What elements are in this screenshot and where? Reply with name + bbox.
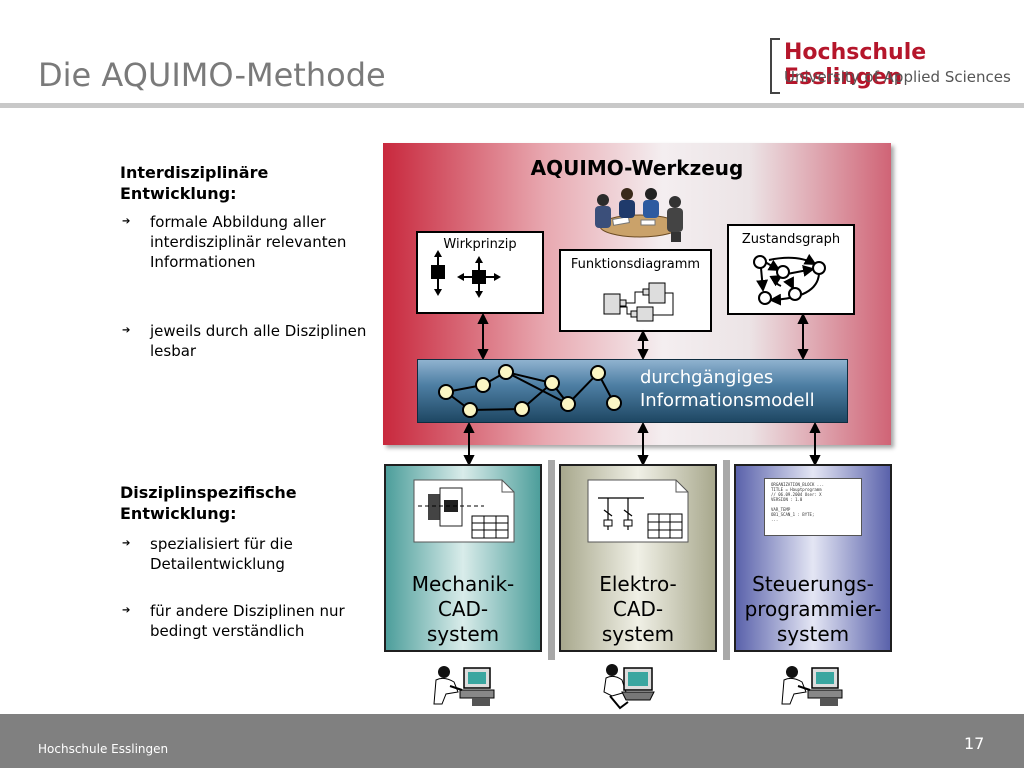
- section-heading-specific: Disziplinspezifische Entwicklung:: [120, 483, 297, 523]
- logo-subtitle: University of Applied Sciences: [784, 68, 1011, 86]
- tool-title: AQUIMO-Werkzeug: [530, 156, 744, 180]
- separator: [723, 460, 730, 660]
- page-number: 17: [964, 734, 985, 753]
- logo-bracket: [770, 38, 780, 94]
- code-line: TITLE = Hauptprogramm: [771, 487, 822, 492]
- zustandsgraph-label: Zustandsgraph: [741, 232, 841, 247]
- bullet-item: ➔ für andere Disziplinen nur bedingt ver…: [122, 601, 370, 641]
- information-model-label: durchgängiges Informationsmodell: [640, 366, 815, 412]
- label-line: system: [601, 622, 675, 646]
- label-line: CAD-: [612, 597, 664, 621]
- arrow-bullet-icon: ➔: [122, 325, 131, 336]
- label-line: Elektro-: [599, 572, 677, 596]
- state-graph-icon: [753, 253, 826, 306]
- funktionsdiagramm-box: [559, 249, 712, 332]
- code-line: // 06.09.2004 User: X: [771, 492, 822, 497]
- bullet-text: für andere Disziplinen nur bedingt verst…: [150, 602, 345, 640]
- info-line-1: durchgängiges: [640, 367, 774, 388]
- bullet-item: ➔ jeweils durch alle Disziplinen lesbar: [122, 321, 370, 361]
- function-diagram-icon: [603, 282, 674, 322]
- code-line: OB1_SCAN_1 : BYTE;: [771, 512, 815, 517]
- engineer-workstation-icon: [433, 666, 495, 706]
- bullet-text: formale Abbildung aller interdisziplinär…: [150, 213, 347, 271]
- footer-organization: Hochschule Esslingen: [38, 742, 169, 756]
- programmer-workstation-icon: [781, 666, 843, 706]
- code-line: ORGANIZATION_BLOCK ...: [771, 482, 824, 487]
- code-line: VERSION : 1.0: [771, 497, 803, 502]
- section-heading-interdisciplinary: Interdisziplinäre Entwicklung:: [120, 163, 269, 203]
- bullet-text: jeweils durch alle Disziplinen lesbar: [150, 322, 367, 360]
- label-line: programmier-: [744, 597, 882, 621]
- label-line: system: [426, 622, 500, 646]
- wirkprinzip-symbol-icon: [431, 250, 501, 298]
- label-line: Mechanik-: [411, 572, 515, 596]
- network-graph-icon: [438, 364, 622, 418]
- information-model-bar: [417, 359, 848, 423]
- bullet-item: ➔ spezialisiert für die Detailentwicklun…: [122, 534, 370, 574]
- label-line: Steuerungs-: [752, 572, 874, 596]
- funktionsdiagramm-label: Funktionsdiagramm: [570, 257, 701, 272]
- info-line-2: Informationsmodell: [640, 390, 815, 411]
- mechanik-cad-label: Mechanik- CAD- system: [384, 572, 542, 647]
- electrical-schematic-icon: [587, 479, 689, 543]
- label-line: CAD-: [437, 597, 489, 621]
- footer-bar: [0, 714, 1024, 768]
- code-line: ...: [771, 517, 779, 522]
- elektro-cad-label: Elektro- CAD- system: [559, 572, 717, 647]
- separator: [548, 460, 555, 660]
- wirkprinzip-label: Wirkprinzip: [443, 237, 517, 252]
- bullet-text: spezialisiert für die Detailentwicklung: [150, 535, 293, 573]
- title-divider: [0, 103, 1024, 108]
- logo-name: Hochschule Esslingen: [784, 40, 927, 90]
- label-line: system: [776, 622, 850, 646]
- zustandsgraph-box: [727, 224, 855, 315]
- page-title: Die AQUIMO-Methode: [38, 56, 386, 94]
- code-document: ORGANIZATION_BLOCK ... TITLE = Hauptprog…: [764, 478, 862, 536]
- arrow-bullet-icon: ➔: [122, 605, 131, 616]
- meeting-people-icon: [595, 188, 683, 242]
- code-line: VAR_TEMP: [771, 507, 791, 512]
- arrow-bullet-icon: ➔: [122, 216, 131, 227]
- engineer-laptop-icon: [603, 664, 655, 710]
- mechanical-drawing-icon: [413, 479, 515, 543]
- bullet-item: ➔ formale Abbildung aller interdisziplin…: [122, 212, 370, 272]
- steuerung-label: Steuerungs- programmier- system: [734, 572, 892, 647]
- arrow-bullet-icon: ➔: [122, 538, 131, 549]
